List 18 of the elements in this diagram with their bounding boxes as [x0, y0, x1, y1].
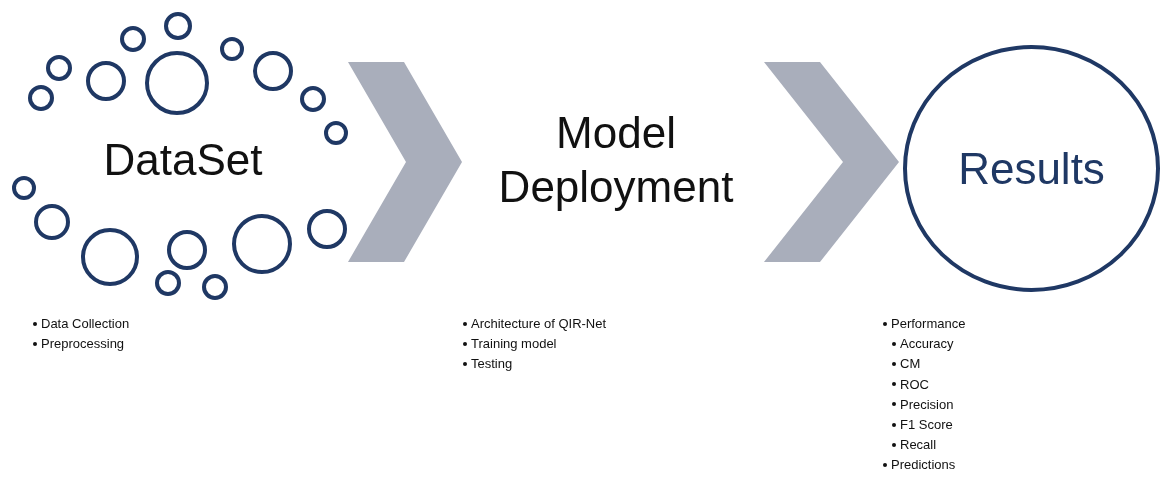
chevron-arrow: [764, 62, 899, 262]
bullet-item: Training model: [471, 336, 557, 352]
bullet-item: Preprocessing: [41, 336, 125, 352]
bullet-item: Predictions: [891, 457, 956, 473]
bullet-item: Accuracy: [900, 336, 954, 352]
bullet-item: ROC: [900, 376, 929, 392]
bullet-item: Architecture of QIR-Net: [471, 316, 607, 331]
bullet-item: Data Collection: [41, 316, 130, 331]
stage-title: Model Deployment: [497, 107, 735, 213]
stage-title: DataSet: [103, 134, 263, 187]
bullet-item: CM: [900, 356, 921, 372]
chevron-arrow: [348, 62, 462, 262]
bullet-item: F1 Score: [900, 417, 953, 432]
bullet-item: Testing: [471, 356, 513, 372]
bullet-item: Precision: [900, 396, 954, 412]
bullet-item: Performance: [891, 316, 966, 331]
bullet-item: Recall: [900, 437, 937, 453]
stage-title: Results: [958, 142, 1105, 195]
